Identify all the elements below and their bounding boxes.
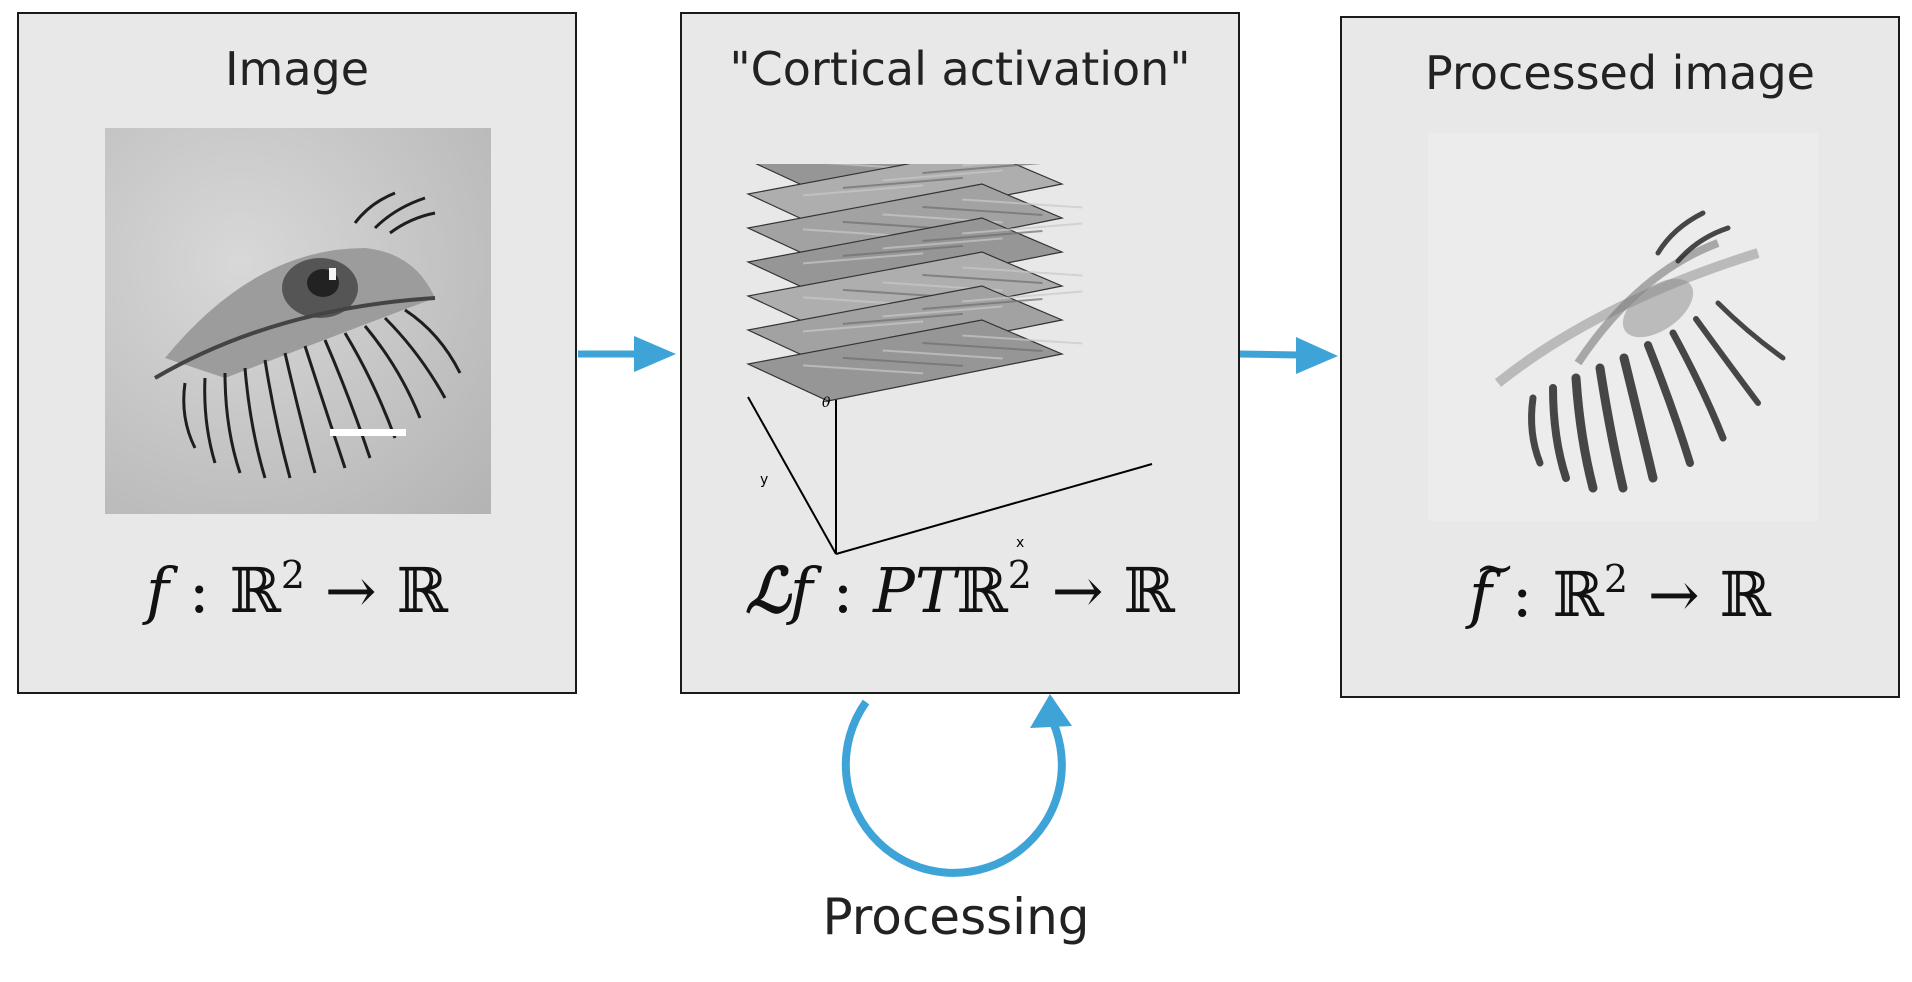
processed-panel: Processed image ~f : ℝ2 → ℝ: [1340, 16, 1900, 698]
image-panel-title: Image: [224, 42, 370, 96]
processed-formula: ~f : ℝ2 → ℝ: [1342, 540, 1898, 631]
cortical-panel: "Cortical activation" y x θ ℒf : PTℝ2 → …: [680, 12, 1240, 694]
theta-axis-label: θ: [822, 395, 831, 411]
image-panel: Image: [17, 12, 577, 694]
formula-pt: PT: [873, 554, 957, 627]
formula-exponent: 2: [1007, 553, 1032, 597]
layer-texture: [962, 290, 1083, 303]
orientation-stack-plot: y x θ: [746, 164, 1153, 555]
layer-texture: [922, 229, 1043, 242]
y-axis-line: [747, 396, 837, 555]
formula-colon: :: [169, 554, 230, 627]
layer-texture: [882, 349, 1003, 360]
layer-texture: [842, 244, 963, 257]
processed-eye-image: [1428, 133, 1818, 521]
layer-texture: [922, 164, 1043, 174]
cortical-formula: ℒf : PTℝ2 → ℝ: [682, 554, 1238, 627]
layer-texture: [962, 334, 1083, 345]
formula-domain: ℝ: [229, 554, 281, 627]
layer-texture: [922, 205, 1043, 216]
formula-codomain: ℝ: [1123, 554, 1175, 627]
formula-colon: :: [1492, 558, 1553, 631]
formula-arrow: →: [1031, 554, 1124, 627]
formula-domain: ℝ: [1552, 558, 1604, 631]
layer-texture: [803, 364, 924, 375]
formula-exponent: 2: [1603, 557, 1629, 601]
formula-f: f: [789, 554, 813, 627]
orientation-layer: [746, 319, 1065, 402]
layer-texture: [882, 169, 1003, 182]
layer-texture: [842, 176, 963, 189]
layer-texture: [922, 297, 1043, 310]
layer-texture: [922, 341, 1043, 352]
layer-texture: [962, 266, 1083, 277]
layer-texture: [842, 312, 963, 325]
layer-texture: [842, 356, 963, 367]
formula-codomain: ℝ: [396, 554, 448, 627]
formula-codomain: ℝ: [1719, 558, 1771, 631]
processing-caption: Processing: [822, 888, 1090, 946]
layer-texture: [882, 305, 1003, 318]
x-axis-label: x: [1016, 535, 1024, 551]
y-axis-label: y: [760, 472, 768, 488]
formula-arrow: →: [1628, 558, 1720, 631]
layer-texture: [803, 252, 924, 265]
formula-f-tilde: f: [1469, 558, 1492, 631]
formula-domain: ℝ: [956, 554, 1008, 627]
formula-arrow: →: [305, 554, 397, 627]
formula-lifting-operator: ℒ: [745, 554, 790, 627]
processed-panel-title: Processed image: [1425, 46, 1815, 100]
formula-exponent: 2: [280, 553, 306, 597]
formula-colon: :: [812, 554, 874, 627]
layer-texture: [962, 222, 1083, 235]
image-formula: f : ℝ2 → ℝ: [19, 554, 575, 627]
layer-texture: [803, 184, 924, 197]
formula-tilde: ~: [1475, 540, 1516, 596]
cortical-panel-title: "Cortical activation": [729, 42, 1191, 96]
formula-f: f: [146, 554, 169, 627]
layer-texture: [922, 273, 1043, 284]
processing-loop-arrow: [841, 694, 1072, 877]
eye-image: [105, 128, 491, 514]
layer-texture: [882, 237, 1003, 250]
arrow-image-to-cortical: [578, 336, 676, 372]
arrow-cortical-to-processed: [1239, 337, 1338, 374]
layer-texture: [803, 320, 924, 333]
x-axis-line: [835, 463, 1153, 555]
layer-texture: [962, 198, 1083, 209]
